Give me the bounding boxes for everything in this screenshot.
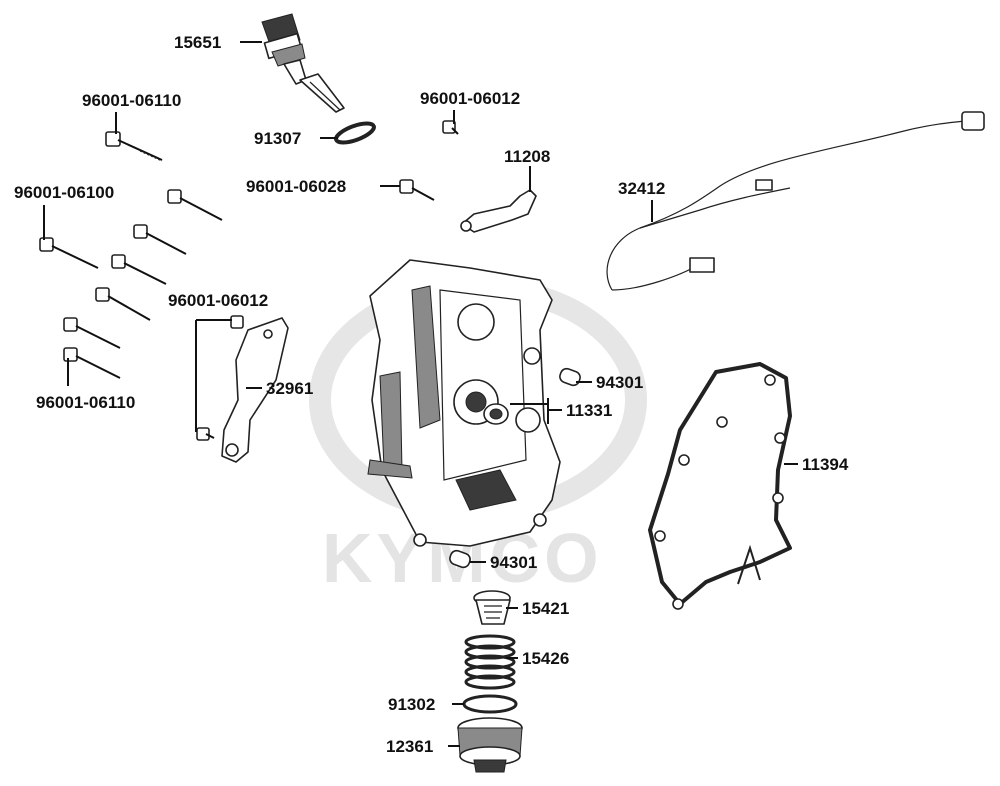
label-11394: 11394 [802, 455, 849, 474]
leader-lines [43, 41, 798, 747]
bolt-96001-06110-bottom[interactable] [63, 347, 121, 379]
label-91307: 91307 [254, 129, 301, 148]
bolt-96001-06100-f[interactable] [63, 317, 121, 349]
label-15651: 15651 [174, 33, 221, 52]
bracket-11208[interactable] [461, 189, 537, 233]
label-11331: 11331 [566, 401, 612, 420]
drain-plug-12361[interactable] [457, 717, 523, 773]
o-ring-91302[interactable] [462, 694, 518, 714]
bolt-96001-06110-top[interactable] [105, 131, 163, 162]
spring-15426[interactable] [464, 634, 516, 690]
label-96001-06028: 96001-06028 [246, 177, 346, 196]
label-94301-bottom: 94301 [490, 553, 537, 572]
label-15426: 15426 [522, 649, 569, 668]
plate-32961[interactable] [221, 317, 289, 463]
bolt-96001-06028[interactable] [399, 179, 435, 201]
bolt-96001-06100-d[interactable] [111, 254, 167, 285]
strainer-15421[interactable] [473, 590, 511, 625]
gasket-11394[interactable] [648, 362, 792, 610]
cable-32412[interactable] [606, 111, 985, 291]
label-96001-06110-top: 96001-06110 [82, 91, 181, 110]
crankcase-cover[interactable] [367, 259, 561, 547]
dowel-94301-bottom[interactable] [448, 549, 472, 569]
label-32412: 32412 [618, 179, 665, 198]
bolt-96001-06100-b[interactable] [133, 224, 187, 255]
bolt-96001-06012-mid-b[interactable] [196, 427, 215, 441]
bolt-96001-06012-top[interactable] [442, 120, 459, 135]
label-12361: 12361 [386, 737, 433, 756]
dowel-94301-top[interactable] [558, 367, 582, 387]
bolt-96001-06012-mid-a[interactable] [230, 315, 244, 329]
label-96001-06012-mid: 96001-06012 [168, 291, 268, 310]
dowel-11331[interactable] [483, 403, 509, 425]
label-32961: 32961 [266, 379, 313, 398]
o-ring-91307[interactable] [334, 120, 376, 147]
bolt-96001-06100-c[interactable] [39, 237, 99, 269]
oil-dipstick-part[interactable] [261, 13, 345, 113]
label-15421: 15421 [522, 599, 569, 618]
label-94301-top: 94301 [596, 373, 643, 392]
label-11208: 11208 [504, 147, 550, 166]
label-91302: 91302 [388, 695, 435, 714]
bracket-hole [460, 220, 472, 232]
bolt-96001-06100-a[interactable] [167, 189, 223, 221]
label-96001-06100: 96001-06100 [14, 183, 114, 202]
label-96001-06110-bottom: 96001-06110 [36, 393, 135, 412]
bolt-96001-06100-e[interactable] [95, 287, 151, 321]
label-96001-06012-top: 96001-06012 [420, 89, 520, 108]
